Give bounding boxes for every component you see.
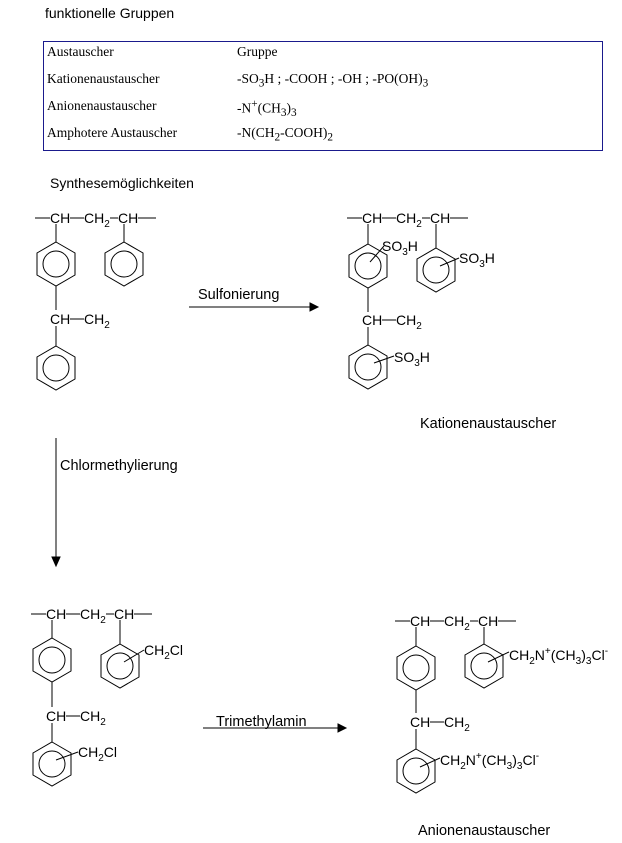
svg-text:CH: CH [410,714,430,730]
svg-text:CH: CH [362,312,382,328]
structure-anion-exchanger: CH CH2 CH CH2N+(CH3)3Cl- CH CH2 CH2N+(CH… [395,613,608,839]
svg-text:CH: CH [362,210,382,226]
svg-text:CH2: CH2 [396,312,422,332]
structure-cation-exchanger: CH CH2 CH SO3H SO3H CH CH2 SO3H Kationen… [347,210,556,432]
svg-text:CH: CH [410,613,430,629]
table-row: Anionenaustauscher -N+(CH3)3 [47,98,297,119]
heading: funktionelle Gruppen [45,5,175,21]
structure-chloromethylated: CH CH2 CH CH2Cl CH CH2 CH2Cl [31,606,183,787]
structure-start-polymer: CH CH2 CH CH CH2 [35,210,156,391]
svg-text:CH: CH [46,708,66,724]
table-row: Amphotere Austauscher -N(CH2-COOH)2 [47,125,333,144]
svg-text:CH2: CH2 [84,311,110,331]
svg-text:CH2N+(CH3)3Cl-: CH2N+(CH3)3Cl- [509,646,608,667]
svg-text:CH: CH [430,210,450,226]
chloromethylation-label: Chlormethylierung [60,458,178,474]
header-group: Gruppe [237,44,278,59]
row-exchanger: Anionenaustauscher [47,98,157,113]
subheading: Synthesemöglichkeiten [50,175,194,191]
svg-text:CH2: CH2 [84,210,110,230]
svg-text:CH2: CH2 [396,210,422,230]
row-exchanger: Amphotere Austauscher [47,125,178,140]
row-group: -N(CH2-COOH)2 [237,125,333,144]
anion-exchanger-label: Anionenaustauscher [418,823,550,839]
svg-text:CH2Cl: CH2Cl [144,642,183,662]
table-header: Austauscher Gruppe [47,44,278,60]
svg-text:CH: CH [114,606,134,622]
svg-text:CH2: CH2 [80,708,106,728]
svg-text:SO3H: SO3H [459,250,495,270]
header-exchanger: Austauscher [47,44,114,59]
svg-text:CH2: CH2 [444,714,470,734]
row-group: -N+(CH3)3 [237,98,297,120]
row-exchanger: Kationenaustauscher [47,71,160,86]
svg-text:CH: CH [50,311,70,327]
sulfonation-arrow: Sulfonierung [189,287,320,312]
svg-text:SO3H: SO3H [394,349,430,369]
svg-text:CH2: CH2 [80,606,106,626]
table-row: Kationenaustauscher -SO3H ; -COOH ; -OH … [47,71,428,90]
sulfonation-label: Sulfonierung [198,287,279,303]
trimethylamine-arrow: Trimethylamin [203,714,348,733]
row-group: -SO3H ; -COOH ; -OH ; -PO(OH)3 [237,71,429,90]
chloromethylation-arrow: Chlormethylierung [51,438,178,568]
svg-text:CH2: CH2 [444,613,470,633]
functional-groups-table: Austauscher Gruppe Kationenaustauscher -… [43,41,603,151]
svg-text:CH: CH [50,210,70,226]
trimethylamine-label: Trimethylamin [216,714,307,730]
svg-text:CH: CH [46,606,66,622]
svg-text:CH: CH [478,613,498,629]
cation-exchanger-label: Kationenaustauscher [420,416,556,432]
svg-text:CH2Cl: CH2Cl [78,744,117,764]
svg-text:SO3H: SO3H [382,238,418,258]
svg-text:CH: CH [118,210,138,226]
svg-text:CH2N+(CH3)3Cl-: CH2N+(CH3)3Cl- [440,751,539,772]
